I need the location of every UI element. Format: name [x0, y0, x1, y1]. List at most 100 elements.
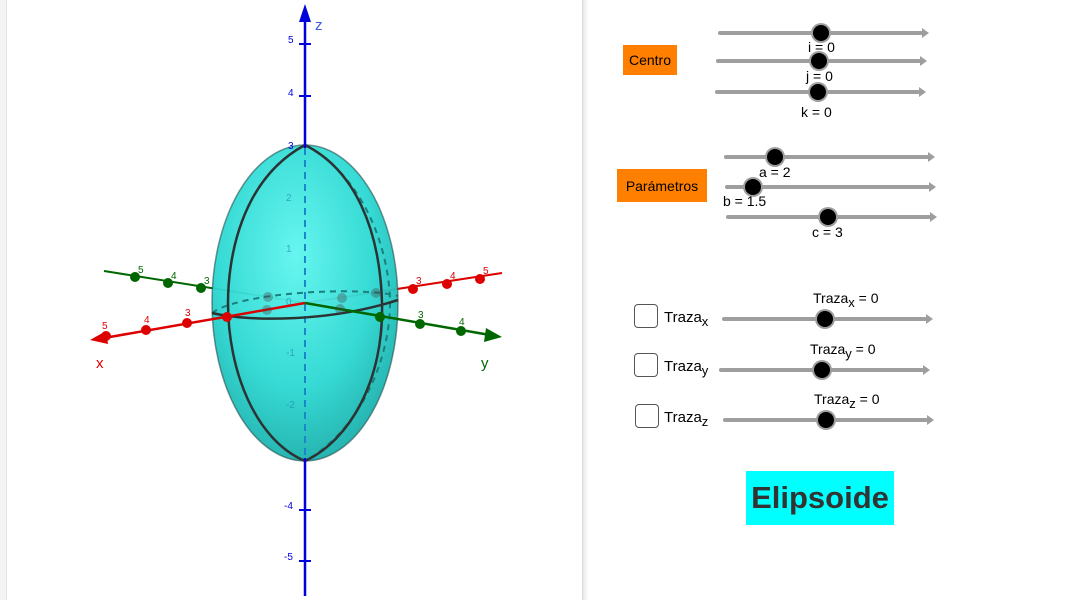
x-point-3	[182, 318, 192, 328]
traza-x-slider[interactable]	[722, 310, 933, 328]
centro-button[interactable]: Centro	[623, 45, 677, 75]
hidden-tick-label: 0	[286, 297, 292, 308]
slider-knob[interactable]	[767, 149, 783, 165]
slider-c[interactable]	[726, 208, 937, 226]
panel-divider[interactable]	[582, 0, 589, 600]
hidden-tick-label: -2	[286, 400, 295, 411]
slider-a-label: a = 2	[759, 164, 791, 180]
z-axis-ticks	[299, 43, 311, 562]
hidden-tick-label: 2	[286, 193, 292, 204]
slider-i-label: i = 0	[808, 39, 835, 55]
y-point-5	[130, 272, 140, 282]
z-tick-label: 4	[288, 88, 294, 99]
slider-knob[interactable]	[812, 25, 829, 41]
y-axis-label: y	[481, 355, 489, 372]
slider-knob[interactable]	[810, 53, 827, 69]
traza-z-sub: z	[701, 414, 709, 429]
hidden-point	[263, 292, 273, 302]
algebra-controls-panel: Centro i = 0 j = 0 k = 0 Parámetros a = …	[588, 0, 1080, 600]
hidden-point	[335, 304, 345, 314]
z-axis-arrow	[299, 4, 311, 22]
x-axis-front	[103, 301, 306, 340]
traza-z-checkbox-label: Trazaz	[664, 409, 708, 429]
traza-z-checkbox[interactable]	[635, 404, 659, 428]
traza-label-rest: = 0	[855, 391, 880, 407]
y-point-r3	[415, 319, 425, 329]
traza-x-checkbox-label: Trazax	[664, 309, 708, 329]
slider-i[interactable]	[718, 24, 929, 42]
y-tick-label: 3	[418, 310, 424, 321]
slider-knob[interactable]	[816, 311, 833, 327]
slider-knob[interactable]	[809, 84, 826, 100]
hidden-tick-label: 1	[286, 244, 292, 255]
traza-label-sub: x	[848, 294, 855, 310]
parametros-button[interactable]: Parámetros	[617, 169, 707, 202]
ellipsoid-back-equator	[211, 290, 399, 314]
y-axis-points	[130, 272, 466, 336]
slider-j-label: j = 0	[806, 68, 833, 84]
z-tick-label: -5	[284, 552, 293, 563]
x-point-r5	[475, 274, 485, 284]
slider-track	[725, 182, 936, 192]
y-tick-label: 4	[459, 317, 465, 328]
z-tick-label: 5	[288, 35, 294, 46]
x-tick-label: 3	[185, 308, 191, 319]
hidden-point	[262, 305, 272, 315]
traza-label-sub: z	[849, 395, 856, 411]
traza-z-slider[interactable]	[723, 411, 934, 429]
traza-x-text: Traza	[664, 309, 702, 326]
slider-knob[interactable]	[813, 362, 830, 378]
traza-x-sub: x	[701, 314, 709, 329]
y-point-r2	[375, 312, 385, 322]
hidden-axis-points	[262, 288, 381, 315]
slider-k-label: k = 0	[801, 104, 832, 120]
slider-knob[interactable]	[745, 179, 761, 195]
traza-z-text: Traza	[664, 409, 702, 426]
graphics-3d-canvas[interactable]: z 5 4 3 -4 -5 -2 -1 0 1 2 x	[0, 0, 582, 600]
x-point-5	[101, 331, 111, 341]
slider-c-label: c = 3	[812, 224, 843, 240]
traza-y-slider-label: Trazay = 0	[810, 341, 876, 361]
elipsoide-title: Elipsoide	[746, 471, 894, 525]
x-point-4	[141, 325, 151, 335]
slider-knob[interactable]	[820, 209, 836, 225]
x-tick-label: 4	[450, 271, 456, 282]
slider-a[interactable]	[724, 148, 935, 166]
graphics-3d-view[interactable]: z 5 4 3 -4 -5 -2 -1 0 1 2 x	[0, 0, 582, 600]
y-point-r4	[456, 326, 466, 336]
y-point-4	[163, 278, 173, 288]
x-point-r4	[442, 279, 452, 289]
x-axis-points	[101, 274, 485, 341]
traza-z-slider-label: Trazaz = 0	[814, 391, 880, 411]
x-tick-label: 4	[144, 315, 150, 326]
hidden-tick-label: -1	[286, 348, 295, 359]
ellipsoid-front-meridian-2	[304, 143, 384, 463]
z-axis-label: z	[315, 17, 323, 34]
slider-k[interactable]	[715, 83, 926, 101]
slider-j[interactable]	[716, 52, 927, 70]
slider-track	[724, 152, 935, 162]
y-tick-label: 4	[171, 271, 177, 282]
y-axis-arrow	[484, 328, 502, 342]
traza-y-checkbox[interactable]	[634, 353, 658, 377]
traza-y-text: Traza	[664, 358, 702, 375]
slider-knob[interactable]	[817, 412, 834, 428]
slider-b[interactable]	[725, 178, 936, 196]
traza-y-checkbox-label: Trazay	[664, 358, 708, 378]
left-edge	[0, 0, 7, 600]
x-axis-label: x	[96, 355, 104, 372]
hidden-point	[337, 293, 347, 303]
x-tick-label: 5	[102, 321, 108, 332]
traza-label-rest: = 0	[851, 341, 876, 357]
z-tick-label: -4	[284, 501, 293, 512]
hidden-point	[371, 288, 381, 298]
traza-label-main: Traza	[813, 290, 849, 306]
traza-x-checkbox[interactable]	[634, 304, 658, 328]
traza-y-slider[interactable]	[719, 361, 930, 379]
z-tick-label: 3	[288, 141, 294, 152]
traza-y-sub: y	[701, 363, 709, 378]
x-tick-label: 3	[416, 276, 422, 287]
y-point-3	[196, 283, 206, 293]
x-tick-label: 5	[483, 266, 489, 277]
traza-label-main: Traza	[814, 391, 850, 407]
